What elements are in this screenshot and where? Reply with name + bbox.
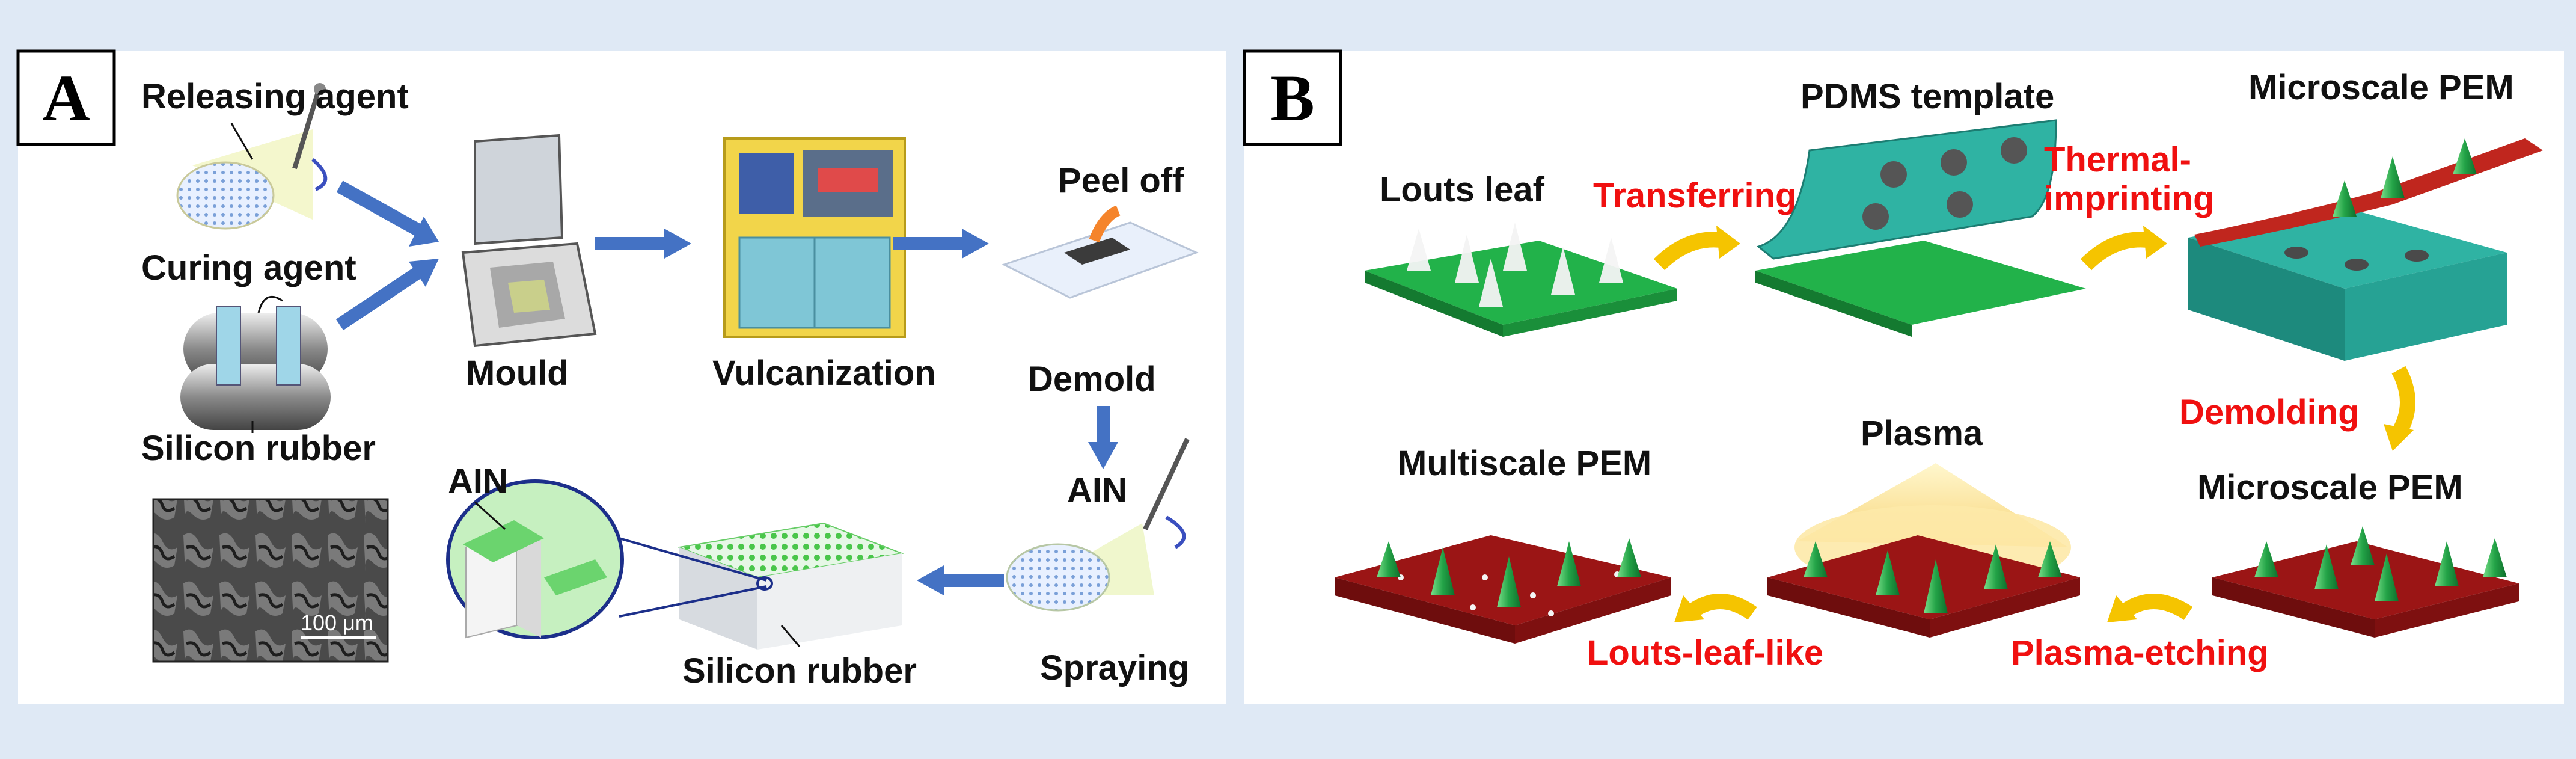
- spraying-label: Spraying: [1040, 648, 1189, 687]
- arrow-to-peel-off: [893, 229, 989, 259]
- peel-off-plate-icon: [1002, 205, 1199, 299]
- panel-b: B Louts leaf Transferring PDMS template: [1243, 49, 2564, 704]
- vulcanization-machine-icon: [723, 137, 906, 338]
- microscale-pem-bottom-icon: [2212, 526, 2519, 638]
- louts-leaf-like-label: Louts-leaf-like: [1587, 633, 1823, 672]
- arrow-thermal-imprinting: [2080, 232, 2154, 271]
- coated-silicon-rubber-icon: [677, 522, 904, 650]
- lotus-leaf-surface: [1365, 223, 1677, 337]
- spraying-icon: [1006, 438, 1190, 612]
- spray-gun-icon: [176, 83, 328, 230]
- ain-zoom-label: AIN: [448, 462, 508, 501]
- mould-icon: [461, 134, 597, 348]
- transferring-label: Transferring: [1593, 176, 1796, 215]
- panel-a: A Releasing agent Curing agent Silicon r…: [16, 49, 1226, 704]
- silicon-rubber-bottom-pointer: [780, 625, 801, 647]
- plasma-etching-label: Plasma-etching: [2011, 633, 2269, 672]
- arrow-to-coated-rubber: [917, 565, 1004, 595]
- pdms-template-label: PDMS template: [1800, 77, 2054, 116]
- silicon-rubber-bottom-label: Silicon rubber: [682, 651, 917, 690]
- arrow-thermal-imprinting-head: [2143, 226, 2167, 259]
- arrow-transferring: [1653, 232, 1727, 271]
- microscale-pem-top-icon: [2188, 138, 2543, 361]
- plasma-treatment-icon: [1767, 463, 2080, 638]
- vulcanization-label: Vulcanization: [712, 354, 936, 393]
- lotus-leaf-label: Louts leaf: [1380, 170, 1545, 209]
- panel-b-letter-box: [1243, 49, 1342, 146]
- releasing-agent-label: Releasing agent: [141, 77, 409, 116]
- sem-micrograph: 100 μm: [152, 498, 389, 663]
- curing-agent-label: Curing agent: [141, 248, 356, 287]
- demolding-label: Demolding: [2179, 393, 2360, 432]
- arrow-plasma-etching: [2117, 594, 2193, 620]
- silicon-rubber-left-label: Silicon rubber: [141, 429, 376, 468]
- releasing-agent-pointer: [230, 123, 254, 160]
- microscale-pem-top-label: Microscale PEM: [2248, 68, 2514, 107]
- plasma-label: Plasma: [1861, 414, 1983, 453]
- panel-b-letter: B: [1270, 61, 1314, 135]
- mixing-roller-icon: [180, 295, 331, 430]
- arrow-louts-leaf-like-head: [1674, 595, 1704, 622]
- microscale-pem-bottom-label: Microscale PEM: [2197, 468, 2463, 507]
- thermal-imprinting-line-1: Thermal-: [2044, 140, 2191, 179]
- arrow-louts-leaf-like: [1684, 594, 1757, 620]
- thermal-imprinting-line-2: imprinting: [2044, 179, 2215, 218]
- scale-bar-label: 100 μm: [301, 610, 373, 635]
- arrow-transferring-head: [1716, 226, 1740, 259]
- ain-zoom-pointer: [474, 501, 506, 530]
- multiscale-pem-icon: [1335, 535, 1671, 644]
- arrow-to-mould-bottom: [335, 259, 439, 331]
- pdms-template-icon: [1755, 119, 2086, 337]
- arrow-demold-down: [1088, 406, 1118, 469]
- arrow-demolding: [2391, 366, 2415, 437]
- arrow-plasma-etching-head: [2107, 595, 2137, 622]
- zoom-magnified-view: [446, 479, 773, 639]
- peel-off-label: Peel off: [1058, 161, 1184, 200]
- panel-a-letter: A: [42, 61, 90, 135]
- arrow-to-vulcanization: [595, 229, 691, 259]
- arrow-to-mould-top: [336, 180, 439, 247]
- panel-a-letter-box: [16, 49, 116, 146]
- ain-top-label: AIN: [1067, 471, 1127, 510]
- demold-label: Demold: [1028, 360, 1156, 399]
- multiscale-pem-label: Multiscale PEM: [1398, 444, 1651, 483]
- arrow-demolding-head: [2384, 424, 2414, 451]
- mould-label: Mould: [466, 354, 569, 393]
